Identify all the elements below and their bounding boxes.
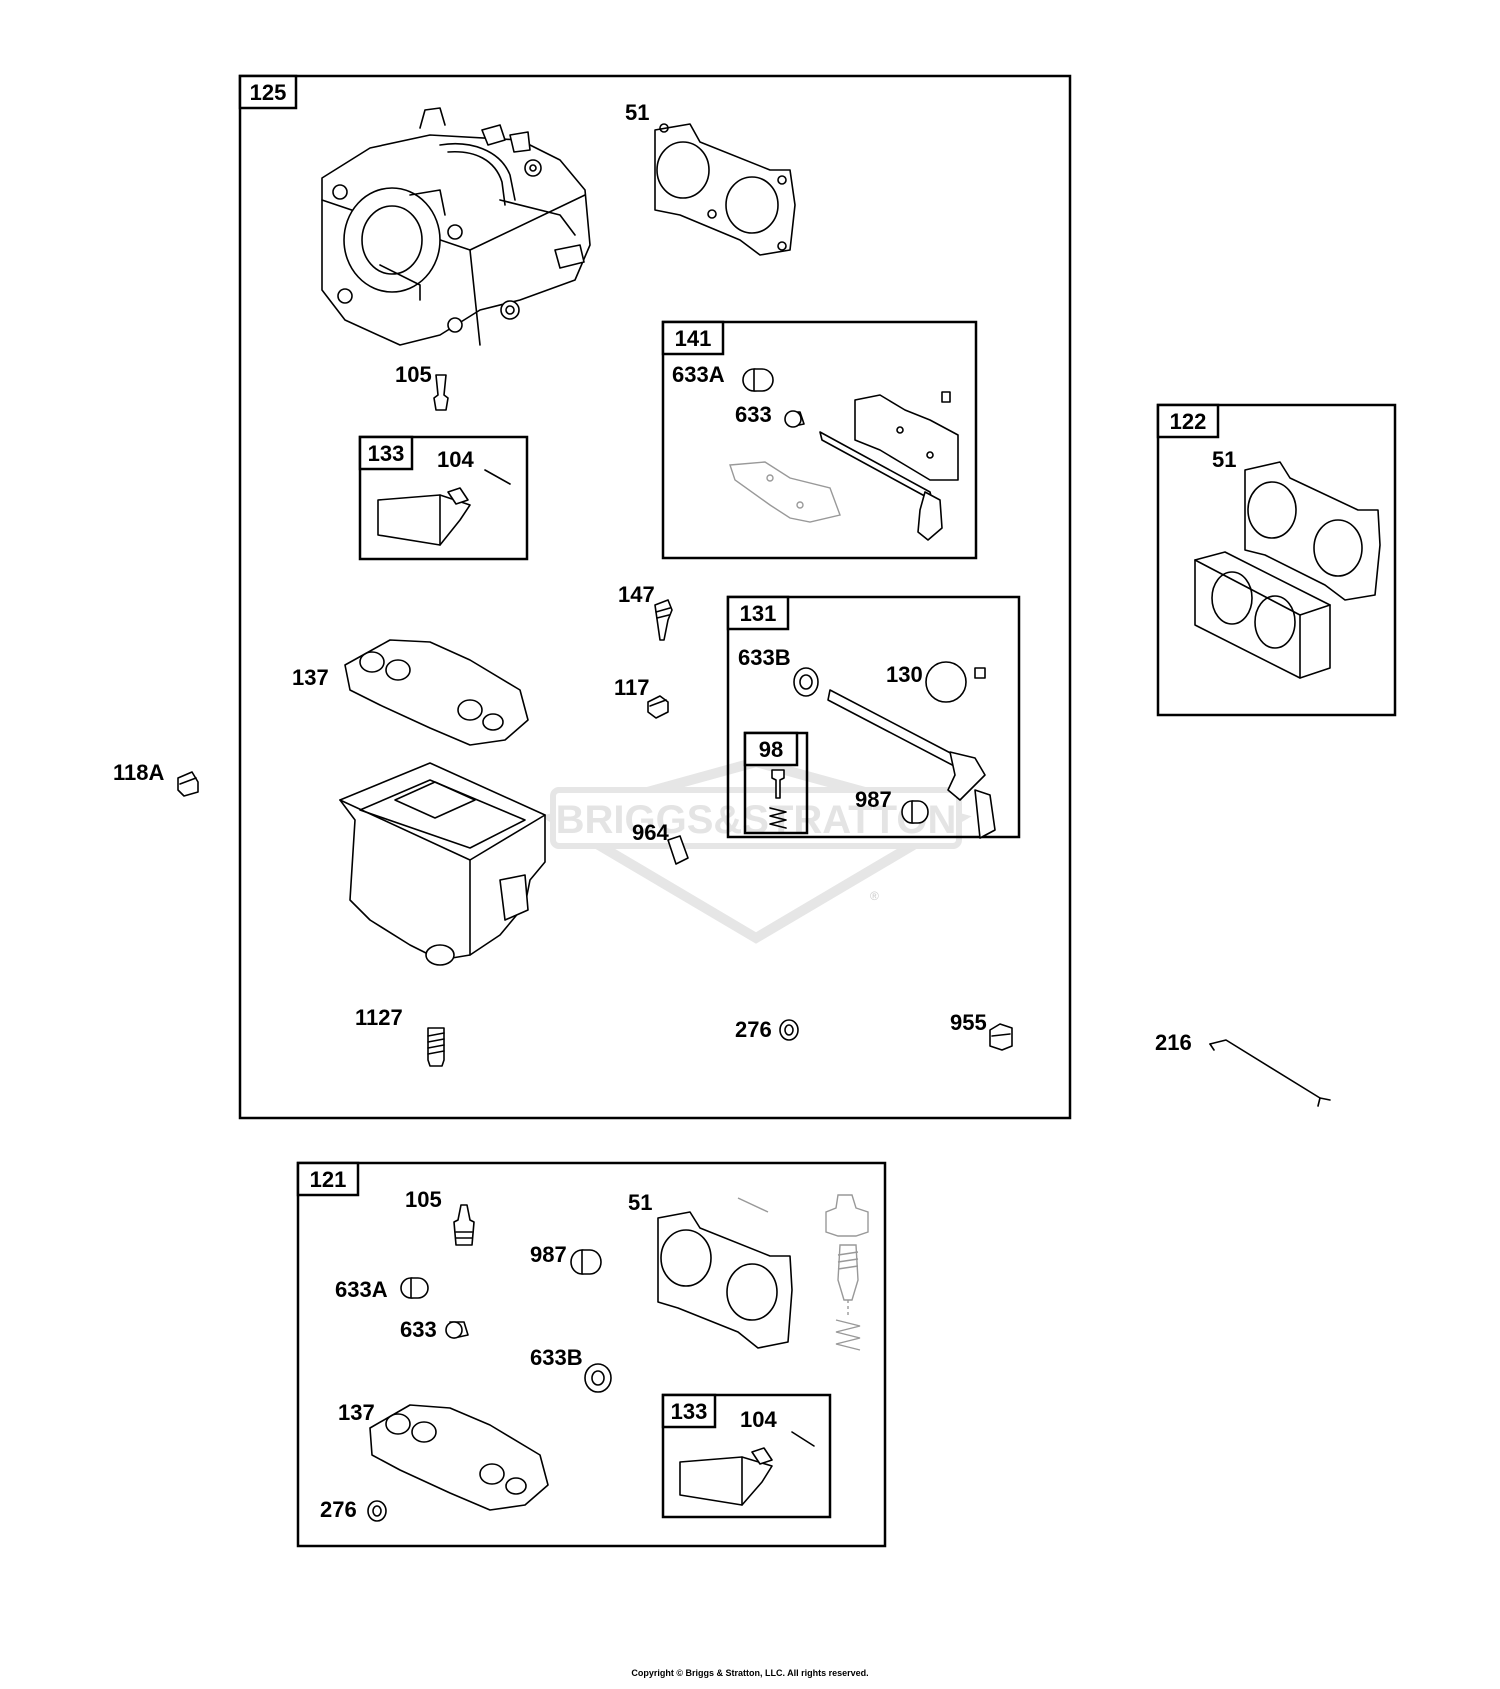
part-label-105: 105: [395, 362, 432, 387]
plug-955-illustration: [989, 1023, 1013, 1051]
part-label-955: 955: [950, 1010, 987, 1035]
part-label-147: 147: [618, 582, 655, 607]
float-bowl-illustration: [339, 762, 546, 966]
kit-131: 131: [726, 595, 1021, 839]
part-label-216: 216: [1155, 1030, 1192, 1055]
gasket-51-illustration: [654, 123, 796, 256]
washer-276-illustration: [779, 1019, 799, 1041]
carburetor-body-illustration: [321, 107, 591, 346]
kit-141-label: 141: [675, 326, 712, 351]
kit-125-label: 125: [250, 80, 287, 105]
plug-117-illustration: [647, 695, 669, 719]
kit-131-label: 131: [740, 601, 777, 626]
part-label-633B: 633B: [530, 1345, 583, 1370]
kit-122-label: 122: [1170, 409, 1207, 434]
part-label-633A: 633A: [672, 362, 725, 387]
bowl-gasket-137-illustration: [344, 639, 529, 746]
watermark-text: BRIGGS&STRATTON: [556, 798, 957, 842]
part-label-51: 51: [625, 100, 649, 125]
kit-121-label: 121: [310, 1167, 347, 1192]
part-label-117: 117: [614, 675, 650, 700]
part-label-276: 276: [735, 1017, 772, 1042]
part-label-130: 130: [886, 662, 923, 687]
kit-133-top: 133: [358, 435, 529, 561]
registered-mark: ®: [870, 889, 879, 903]
part-label-633: 633: [400, 1317, 437, 1342]
kit-133-bottom-label: 133: [671, 1399, 708, 1424]
part-label-987: 987: [855, 787, 892, 812]
screw-1127-illustration: [427, 1027, 445, 1067]
kit-98: 98: [743, 731, 809, 835]
part-label-964: 964: [632, 820, 669, 845]
kit-125: 125: [238, 74, 1072, 1120]
fitting-118A-illustration: [177, 771, 199, 797]
watermark-logo: BRIGGS&STRATTON ®: [540, 756, 972, 944]
part-label-51: 51: [1212, 447, 1236, 472]
kit-133-bottom: 133: [661, 1393, 832, 1519]
part-label-137: 137: [292, 665, 329, 690]
part-label-105: 105: [405, 1187, 442, 1212]
kit-122: 122: [1156, 403, 1397, 717]
kit-121: 121: [296, 1161, 887, 1548]
kit-141: 141: [661, 320, 978, 560]
kit-98-label: 98: [759, 737, 783, 762]
part-label-987: 987: [530, 1242, 567, 1267]
inlet-needle-105-illustration: [433, 374, 449, 411]
part-label-276: 276: [320, 1497, 357, 1522]
copyright-notice: Copyright © Briggs & Stratton, LLC. All …: [631, 1668, 869, 1678]
part-label-104: 104: [437, 447, 474, 472]
kit-133-top-label: 133: [368, 441, 405, 466]
part-label-104: 104: [740, 1407, 777, 1432]
part-label-118A: 118A: [113, 760, 164, 785]
part-label-137: 137: [338, 1400, 375, 1425]
part-label-633A: 633A: [335, 1277, 388, 1302]
idle-jet-147-illustration: [654, 599, 673, 641]
part-label-633: 633: [735, 402, 772, 427]
filter-964-illustration: [667, 835, 689, 865]
callout-labels: 51 105 104 633A 633 51 147 137 117 633B …: [113, 100, 1236, 1522]
part-label-633B: 633B: [738, 645, 791, 670]
part-label-51: 51: [628, 1190, 652, 1215]
part-label-1127: 1127: [355, 1005, 403, 1030]
governor-link-216-illustration: [1209, 1039, 1331, 1107]
